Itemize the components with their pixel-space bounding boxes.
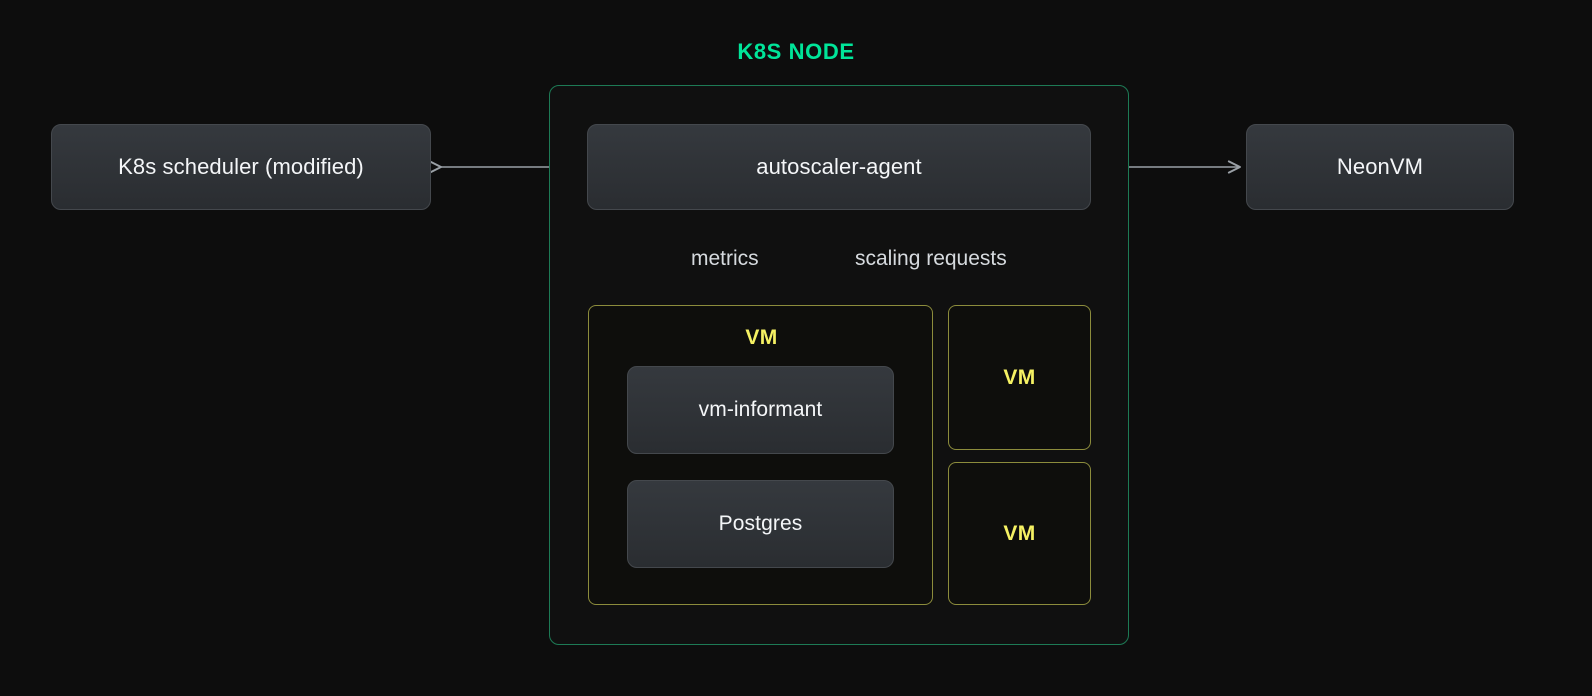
vm-informant-box[interactable]: vm-informant xyxy=(627,366,894,454)
scaling-requests-arrow-label: scaling requests xyxy=(855,247,1007,270)
page-title: K8S NODE xyxy=(737,39,855,64)
vm-secondary-label-2: VM xyxy=(1003,521,1036,545)
neonvm-box[interactable]: NeonVM xyxy=(1246,124,1514,210)
vm-main-label: VM xyxy=(745,326,778,349)
postgres-label: Postgres xyxy=(718,512,803,535)
autoscaler-agent-box[interactable]: autoscaler-agent xyxy=(587,124,1091,210)
vm-informant-label: vm-informant xyxy=(698,398,823,421)
vm-secondary-box-1[interactable]: VM xyxy=(948,305,1091,450)
postgres-box[interactable]: Postgres xyxy=(627,480,894,568)
metrics-arrow-label: metrics xyxy=(691,247,759,270)
autoscaler-agent-label: autoscaler-agent xyxy=(756,154,922,179)
neonvm-label: NeonVM xyxy=(1336,154,1424,179)
k8s-scheduler-box[interactable]: K8s scheduler (modified) xyxy=(51,124,431,210)
vm-secondary-box-2[interactable]: VM xyxy=(948,462,1091,605)
k8s-scheduler-label: K8s scheduler (modified) xyxy=(118,154,364,179)
vm-secondary-label-1: VM xyxy=(1003,365,1036,389)
